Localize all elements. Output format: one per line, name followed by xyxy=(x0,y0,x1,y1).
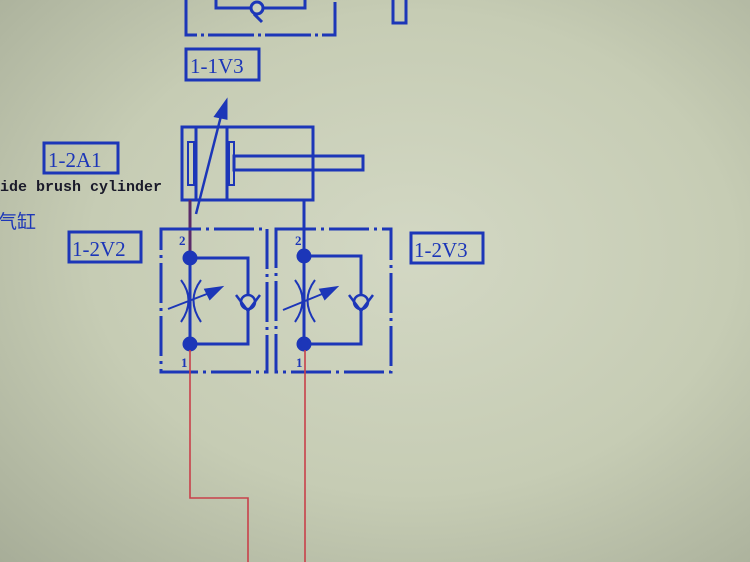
label-1-2a1: 1-2A1 xyxy=(48,148,102,172)
port-2-right: 2 xyxy=(295,233,302,248)
valve-1-1v3-symbol[interactable] xyxy=(184,0,337,37)
component-fragment xyxy=(391,0,408,25)
label-1-2v2: 1-2V2 xyxy=(72,237,126,261)
label-box-1-2v3 xyxy=(409,231,485,265)
port-2-left: 2 xyxy=(179,233,186,248)
cylinder-description-cn: 气缸 xyxy=(0,211,36,233)
label-box-1-1v3 xyxy=(184,47,261,82)
flow-control-valve-1-2v3[interactable] xyxy=(274,227,393,374)
label-box-1-2a1 xyxy=(42,141,120,175)
port-1-right: 1 xyxy=(296,355,303,370)
cylinder-description: ide brush cylinder xyxy=(0,179,162,196)
label-1-2v3: 1-2V3 xyxy=(414,238,468,262)
pipe-left[interactable] xyxy=(189,350,249,562)
label-1-1v3: 1-1V3 xyxy=(190,54,244,78)
label-box-1-2v2 xyxy=(67,230,143,264)
port-1-left: 1 xyxy=(181,355,188,370)
cylinder-1-2a1-symbol[interactable] xyxy=(180,97,365,215)
flow-control-valve-1-2v2[interactable] xyxy=(159,227,269,374)
